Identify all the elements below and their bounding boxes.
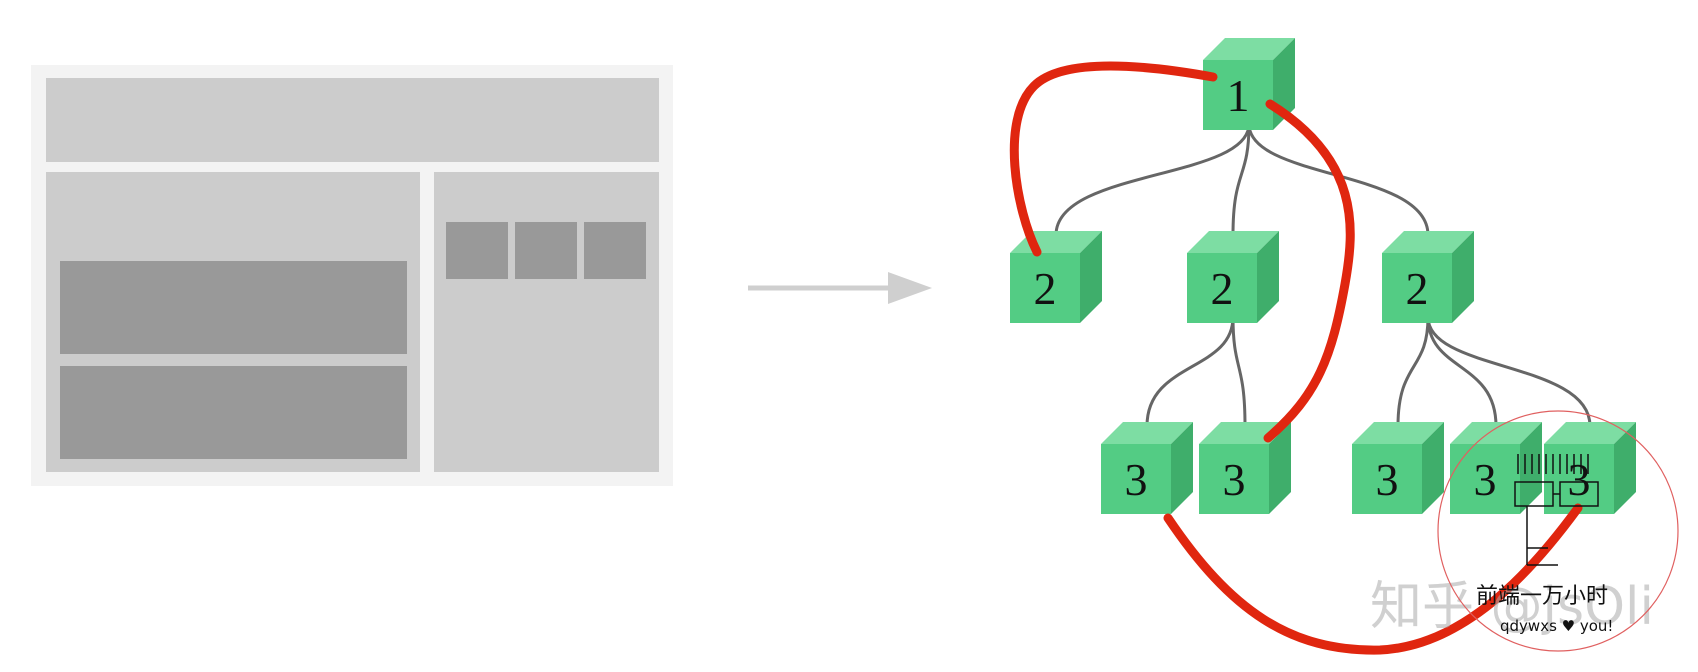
tree-node-label: 2 xyxy=(1034,263,1057,314)
cube-side-face xyxy=(1269,422,1291,514)
tree-edge xyxy=(1426,316,1592,427)
mockup-side-column xyxy=(434,172,659,472)
mockup-side-tile-1 xyxy=(446,222,508,279)
cube-side-face xyxy=(1422,422,1444,514)
mockup-main-top-block xyxy=(60,261,407,354)
cube-side-face xyxy=(1614,422,1636,514)
cube-front-face xyxy=(1544,444,1614,514)
layout-mockup xyxy=(31,65,673,486)
cube-top-face xyxy=(1101,422,1193,444)
cube-front-face xyxy=(1010,253,1080,323)
tree-node-label: 3 xyxy=(1125,454,1148,505)
tree-edges xyxy=(1054,123,1592,427)
tree-node-cube: 3 xyxy=(1199,422,1291,514)
tree-edge xyxy=(1426,316,1498,427)
tree-edge xyxy=(1396,316,1430,427)
stamp-glasses-icon xyxy=(1514,454,1599,566)
cube-side-face xyxy=(1257,231,1279,323)
mockup-side-tile-2 xyxy=(515,222,577,279)
tree-nodes: 1 2 2 2 3 3 3 3 3 xyxy=(1010,38,1636,514)
cube-side-face xyxy=(1452,231,1474,323)
tree-node-cube: 3 xyxy=(1450,422,1542,514)
red-traversal-path xyxy=(1009,61,1583,655)
tree-node-cube: 3 xyxy=(1101,422,1193,514)
watermark-text: 知乎 @jsOli xyxy=(1370,577,1654,637)
tree-node-cube: 3 xyxy=(1352,422,1444,514)
cube-top-face xyxy=(1382,231,1474,253)
red-path-segment-2 xyxy=(1263,99,1355,443)
cube-top-face xyxy=(1352,422,1444,444)
cube-front-face xyxy=(1187,253,1257,323)
tree-node-label: 1 xyxy=(1227,70,1250,121)
stamp-circle xyxy=(1437,410,1679,652)
red-path-segment-3 xyxy=(1163,503,1583,655)
tree-edge xyxy=(1145,316,1235,427)
cube-top-face xyxy=(1203,38,1295,60)
cube-top-face xyxy=(1544,422,1636,444)
tree-edge xyxy=(1231,123,1251,236)
tree-node-cube: 1 xyxy=(1203,38,1295,130)
mockup-side-tile-3 xyxy=(584,222,646,279)
stamp: 前端一万小时 qdywxs ♥ you! xyxy=(1437,410,1679,652)
cube-side-face xyxy=(1520,422,1542,514)
mockup-main-bottom-block xyxy=(60,366,407,459)
tree-node-cube: 2 xyxy=(1010,231,1102,323)
cube-front-face xyxy=(1199,444,1269,514)
cube-front-face xyxy=(1450,444,1520,514)
tree-node-cube: 2 xyxy=(1382,231,1474,323)
tree-node-label: 3 xyxy=(1376,454,1399,505)
tree-node-label: 2 xyxy=(1406,263,1429,314)
tree-edge xyxy=(1231,316,1247,427)
cube-side-face xyxy=(1080,231,1102,323)
stamp-line-1: 前端一万小时 xyxy=(1476,584,1608,609)
arrow-right-icon xyxy=(748,272,932,304)
cube-front-face xyxy=(1382,253,1452,323)
tree-node-label: 2 xyxy=(1211,263,1234,314)
cube-front-face xyxy=(1203,60,1273,130)
cube-side-face xyxy=(1171,422,1193,514)
tree-node-label: 3 xyxy=(1474,454,1497,505)
tree-node-label: 3 xyxy=(1568,454,1591,505)
cube-top-face xyxy=(1450,422,1542,444)
cube-top-face xyxy=(1187,231,1279,253)
tree-node-cube: 2 xyxy=(1187,231,1279,323)
cube-front-face xyxy=(1101,444,1171,514)
cube-front-face xyxy=(1352,444,1422,514)
tree-node-label: 3 xyxy=(1223,454,1246,505)
stamp-line-2: qdywxs ♥ you! xyxy=(1500,617,1613,635)
mockup-header xyxy=(46,78,659,162)
tree-node-cube: 3 xyxy=(1544,422,1636,514)
tree-edge xyxy=(1054,123,1251,236)
red-path-segment-1 xyxy=(1009,61,1218,257)
